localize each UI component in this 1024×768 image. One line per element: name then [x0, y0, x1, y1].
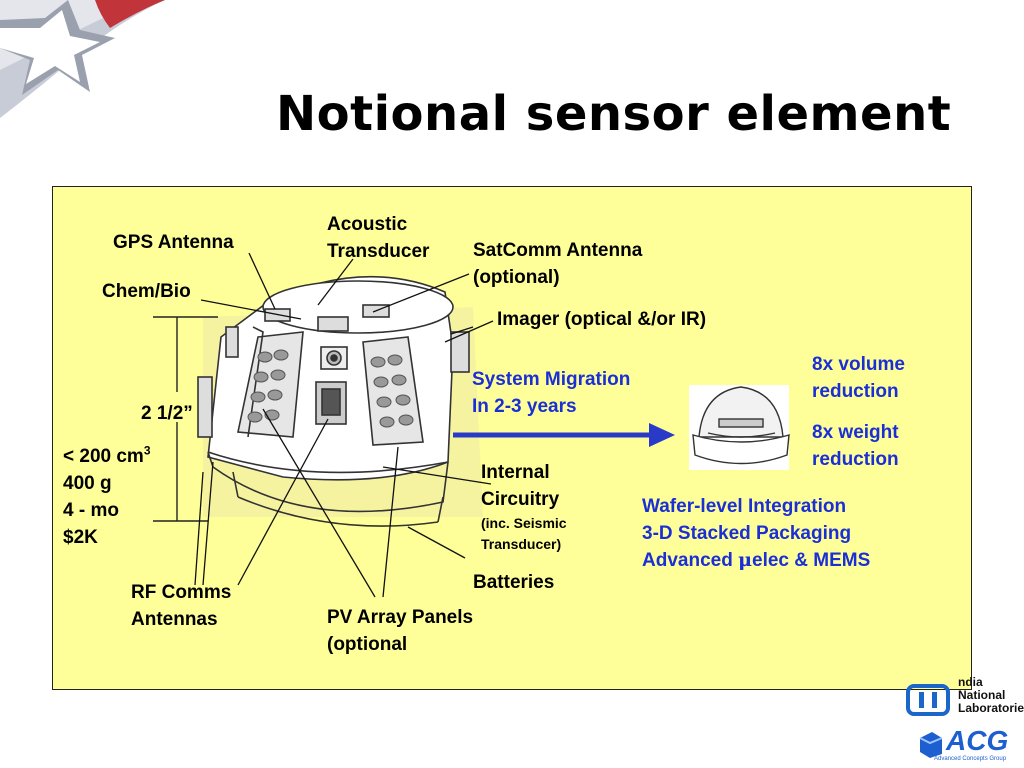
acg-cube-icon [919, 732, 943, 758]
migration-arrow [453, 423, 675, 447]
sandia-thunderbird-icon [906, 684, 950, 716]
sensor-body-drawing [197, 275, 483, 527]
chem-bio-label: Chem/Bio [102, 281, 191, 302]
acg-subtitle: Advanced Concepts Group [934, 756, 1007, 762]
sandia-logo-line-3: Laboratories [958, 701, 1024, 715]
pv-array-panels-label: PV Array Panels(optional [327, 607, 474, 655]
star-swoosh-logo [0, 0, 165, 118]
height-label: 2 1/2” [141, 403, 193, 424]
miniaturized-dome-drawing [689, 385, 790, 470]
sandia-logo-line-2: National [958, 688, 1006, 702]
satcomm-antenna-label: SatComm Antenna(optional) [473, 240, 643, 288]
imager-label: Imager (optical &/or IR) [497, 309, 707, 330]
acg-logo: ACG Advanced Concepts Group [916, 726, 1024, 766]
integration-list: Wafer-level Integration 3-D Stacked Pack… [642, 496, 871, 571]
acg-wordmark: ACG [946, 725, 1009, 756]
sandia-logo-line-1: ndia [958, 675, 983, 689]
sensor-sketch [153, 252, 790, 598]
batteries-label: Batteries [473, 572, 555, 593]
specs-label: < 200 cm3 400 g 4 - mo $2K [63, 443, 151, 548]
leader-lines [194, 252, 494, 598]
sandia-logo: ndia National Laboratories [906, 676, 1024, 718]
height-dimension-bracket [153, 316, 218, 522]
page-title: Notional sensor element [276, 86, 952, 142]
gps-antenna-label: GPS Antenna [113, 232, 234, 253]
